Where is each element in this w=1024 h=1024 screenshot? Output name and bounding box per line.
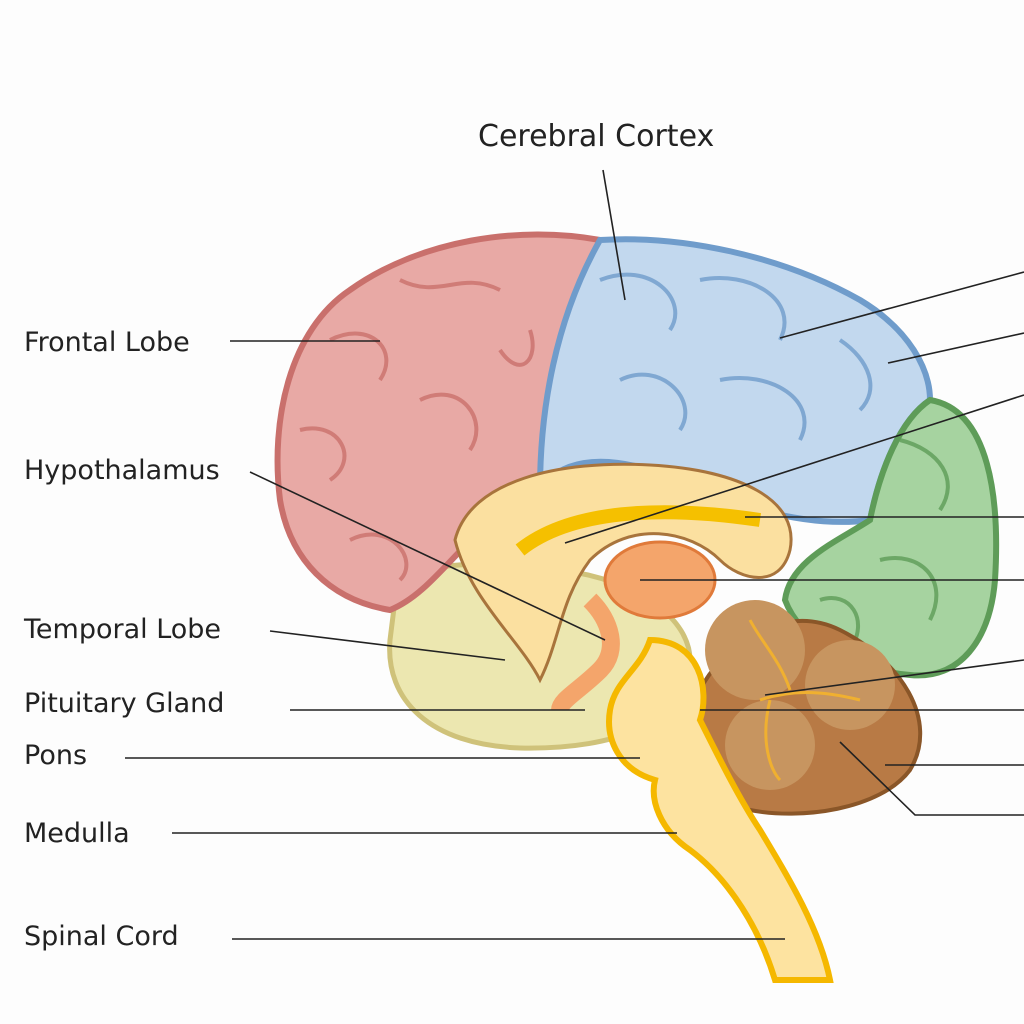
medulla-label: Medulla [24, 818, 130, 849]
cerebral-cortex-label: Cerebral Cortex [478, 119, 715, 154]
cerebellum-lobes [705, 600, 895, 790]
hypothalamus-label: Hypothalamus [24, 455, 220, 486]
temporal-lobe-label: Temporal Lobe [24, 614, 222, 645]
parietal-lobe-shape [536, 236, 934, 525]
leader-lines [125, 169, 1024, 940]
brainstem-shape [606, 636, 834, 983]
spinal-cord-label: Spinal Cord [24, 921, 179, 952]
frontal-lobe-label: Frontal Lobe [24, 327, 190, 358]
pituitary-gland-label: Pituitary Gland [24, 688, 225, 719]
pons-label: Pons [24, 740, 88, 771]
hypothalamus-shape [551, 593, 620, 713]
